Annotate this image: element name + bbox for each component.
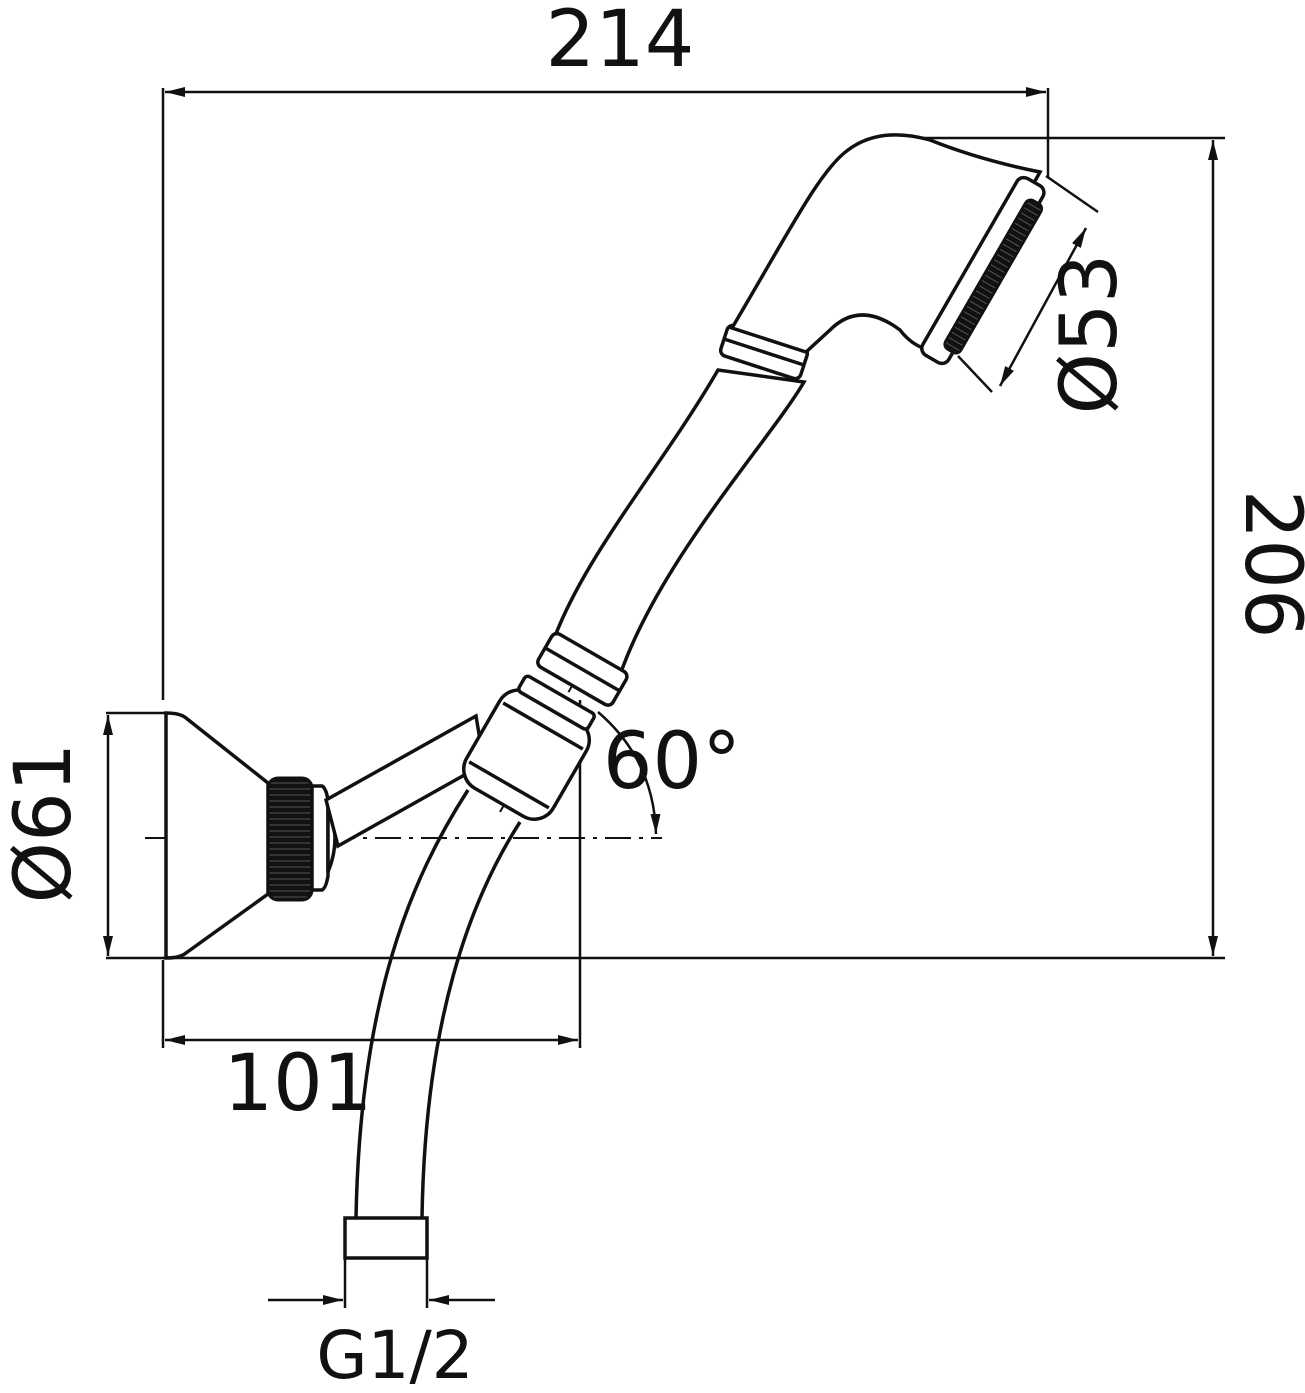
swivel-holder xyxy=(462,674,596,821)
dim-label-53: Ø53 xyxy=(1045,254,1135,415)
extension-lines xyxy=(106,88,1225,1308)
shower-head-face xyxy=(920,175,1046,366)
flange-knurl xyxy=(266,776,314,902)
shower-handle xyxy=(547,368,807,678)
dim-label-61: Ø61 xyxy=(0,743,89,904)
dim-line-53 xyxy=(998,227,1088,387)
dim-label-g12: G1/2 xyxy=(316,1317,473,1393)
hose-nut xyxy=(343,1216,429,1260)
support-arm xyxy=(323,713,486,849)
wall-flange xyxy=(164,711,337,960)
dim-label-101: 101 xyxy=(224,1039,373,1129)
hose xyxy=(343,789,522,1260)
hand-shower xyxy=(536,133,1046,707)
dim-label-214: 214 xyxy=(546,0,695,85)
dimension-lines xyxy=(103,87,1218,1305)
dim-label-206: 206 xyxy=(1227,490,1305,639)
dim-label-60: 60° xyxy=(603,717,741,807)
angle-arc xyxy=(597,711,661,835)
